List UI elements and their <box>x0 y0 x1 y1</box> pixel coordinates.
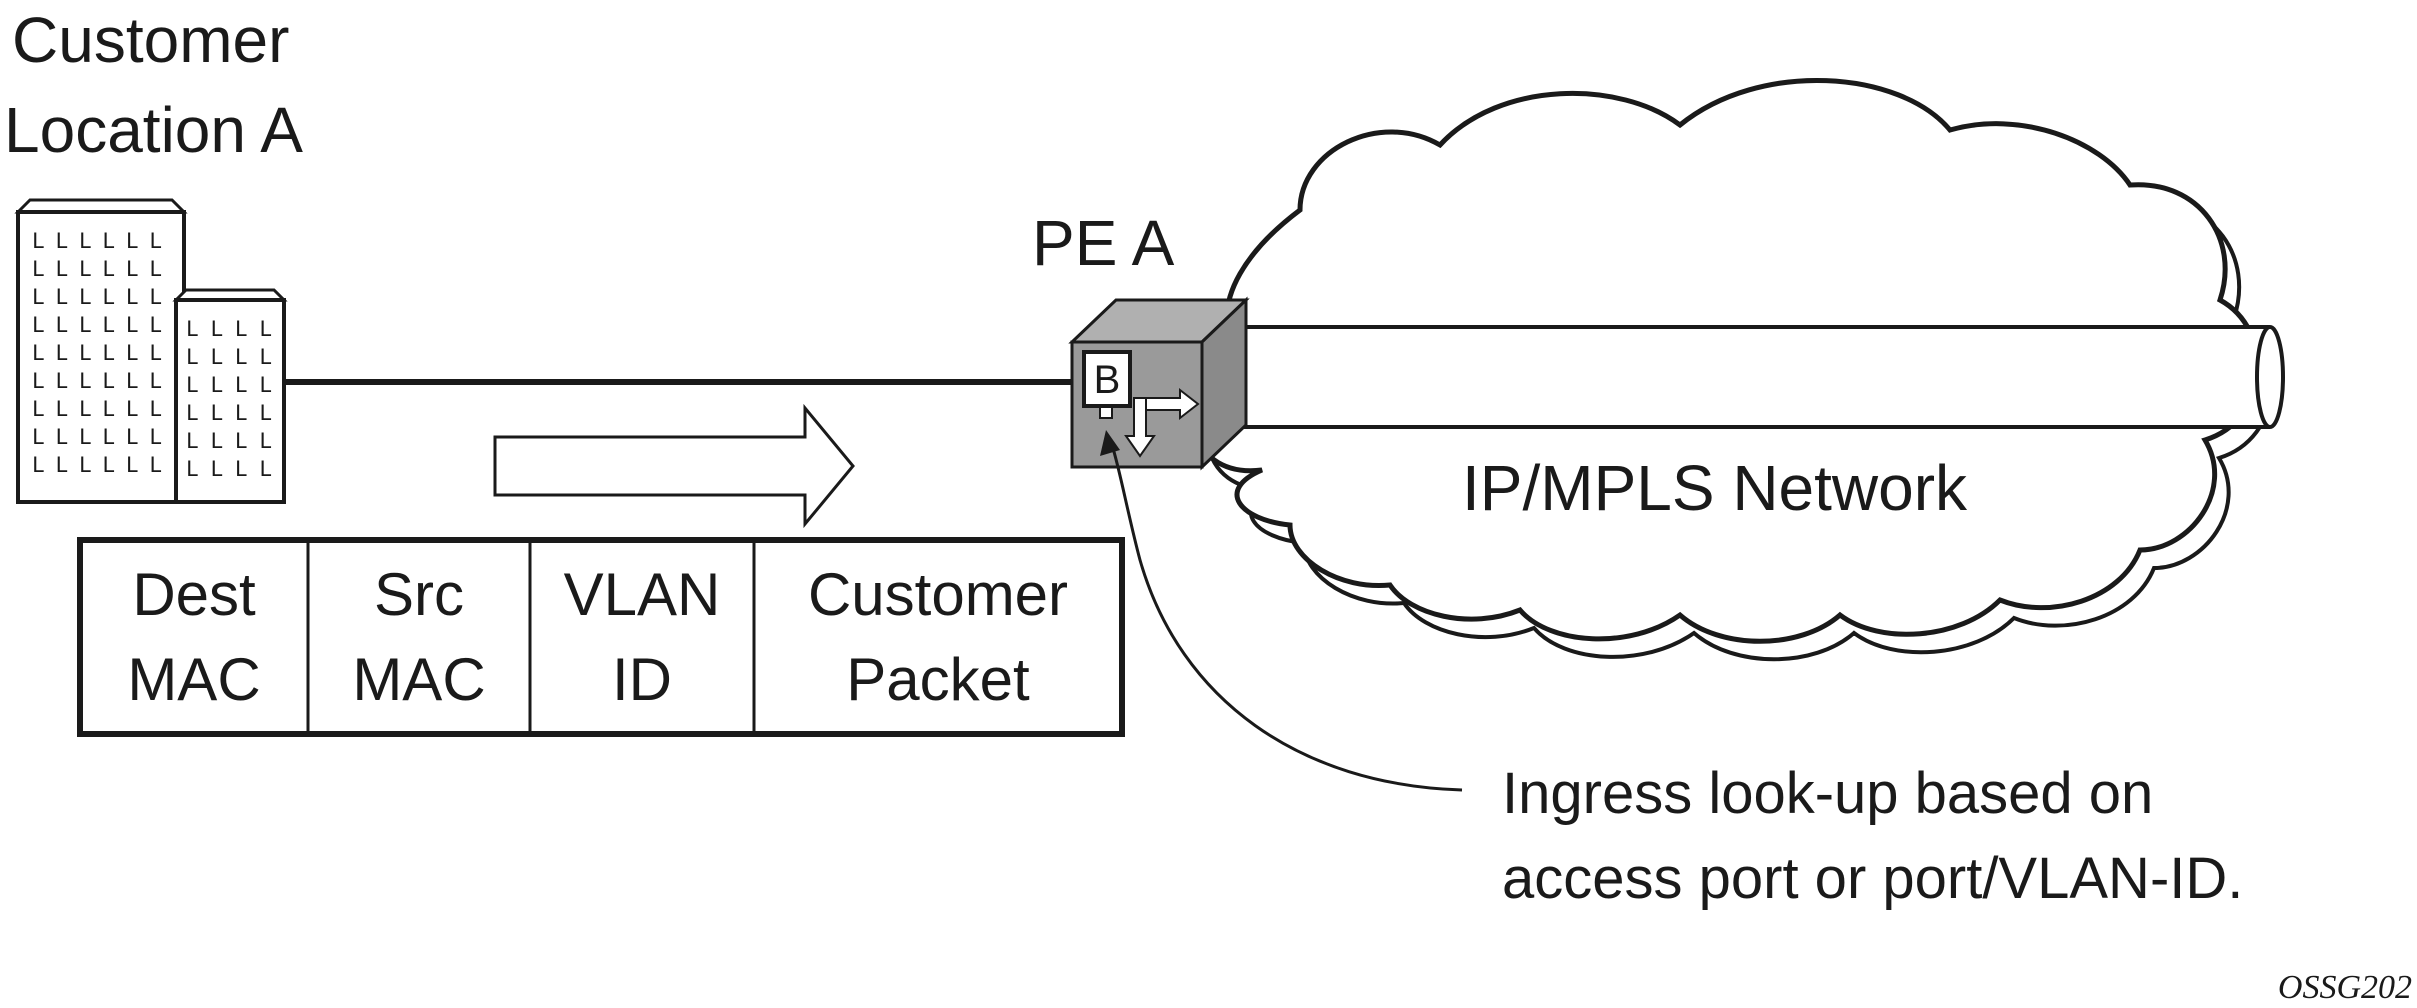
customer-location-label-line1: Customer <box>12 4 289 76</box>
callout-line <box>1110 444 1463 792</box>
vpls-service-box <box>1082 350 1132 408</box>
ethernet-frame-table: Dest MAC Src MAC VLAN ID Customer Packet <box>77 537 1125 737</box>
frame-cell-customer-packet-line1: Customer <box>808 561 1068 628</box>
callout-arrowhead-icon <box>1100 430 1120 456</box>
forward-arrow-right-icon <box>1141 387 1200 421</box>
mpls-tunnel-pipe <box>1217 325 2285 429</box>
figure-id: OSSG202 <box>2278 969 2412 1006</box>
annotation-line2: access port or port/VLAN-ID. <box>1502 846 2243 911</box>
pe-label: PE A <box>1032 207 1175 279</box>
frame-cell-dest-mac-line2: MAC <box>127 646 260 713</box>
vpls-service-label: B <box>1094 358 1121 402</box>
frame-cell-dest-mac-line1: Dest <box>132 561 256 628</box>
forward-arrow-down-icon <box>1124 397 1156 458</box>
pe-router-icon: B <box>1068 296 1250 471</box>
traffic-direction-arrow-icon <box>493 403 855 529</box>
frame-cell-customer-packet-line2: Packet <box>846 646 1030 713</box>
annotation-line1: Ingress look-up based on <box>1502 761 2153 826</box>
frame-cell-vlan-id-line1: VLAN <box>564 561 721 628</box>
frame-cell-vlan-id-line2: ID <box>612 646 672 713</box>
frame-cell-src-mac-line2: MAC <box>352 646 485 713</box>
customer-location-label-line2: Location A <box>4 94 303 166</box>
network-label: IP/MPLS Network <box>1462 452 1968 524</box>
customer-building-icon: LLLLLLLLLLLLLLLLLLLLLLLLLLLLLLLLLLLLLLLL… <box>14 198 288 504</box>
frame-cell-src-mac-line1: Src <box>374 561 464 628</box>
